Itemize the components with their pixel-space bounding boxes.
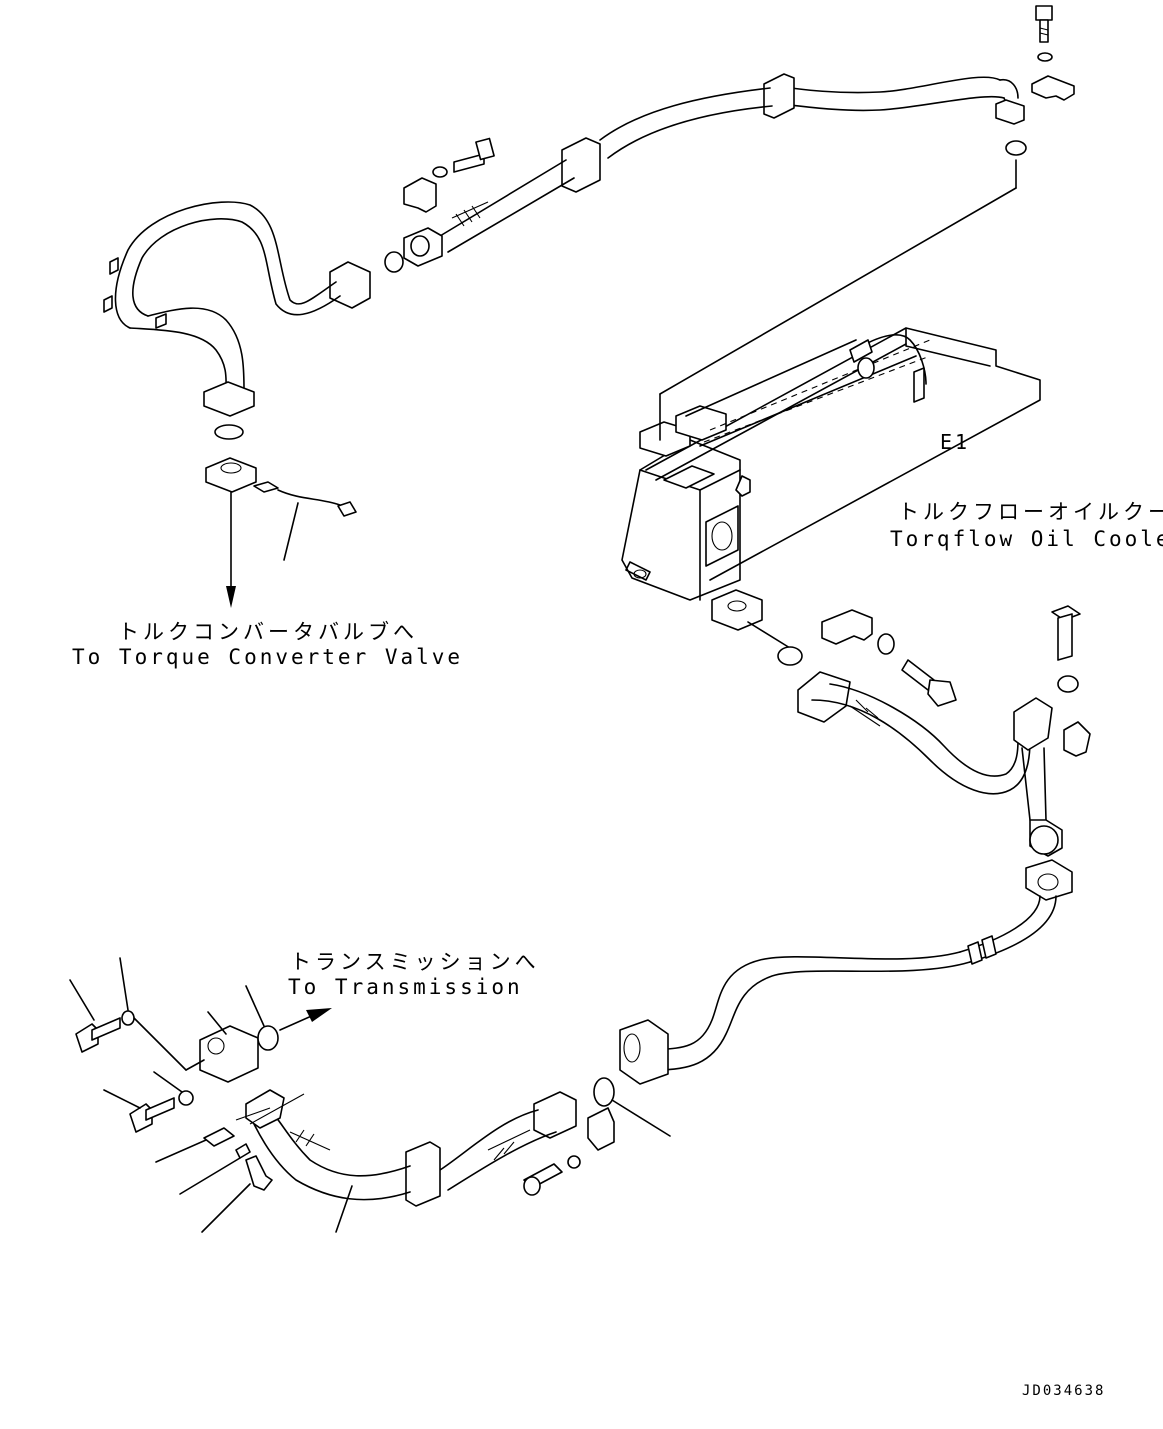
torque-converter-label-ja: トルクコンバータバルブへ	[118, 620, 418, 644]
transmission-label-ja: トランスミッションへ	[290, 950, 540, 974]
leader-sensor	[283, 502, 299, 561]
transmission-fittings-icon	[75, 1010, 305, 1191]
upper-pipe-bolt-icon	[403, 137, 495, 213]
upper-pipe	[403, 73, 1025, 267]
o-ring-cooler-top-icon	[1005, 140, 1027, 156]
bottom-pipe	[245, 1089, 577, 1207]
o-ring-upper-icon	[384, 251, 404, 273]
leader-o-ring-cooler	[747, 621, 791, 649]
leaders-fittings	[69, 957, 265, 1233]
o-ring-left-icon	[214, 424, 244, 440]
o-ring-cooler-icon	[777, 646, 803, 666]
lower-right-pipe	[797, 671, 1063, 857]
leader-o-ring-lower	[611, 1099, 671, 1137]
drawing-code: JD034638	[1022, 1383, 1106, 1399]
cooler-outlet-bolt-icon	[821, 609, 957, 707]
view-ref-label: E1	[940, 430, 971, 454]
top-right-bolt-icon	[1031, 5, 1075, 101]
o-ring-lower-icon	[593, 1077, 615, 1107]
outlet-flange-icon	[711, 589, 763, 631]
long-lower-pipe	[619, 895, 1057, 1085]
right-bolt-icon	[1051, 605, 1091, 757]
arrow-to-transmission	[279, 1008, 332, 1031]
transmission-label-en: To Transmission	[288, 975, 523, 999]
oil-cooler-label-en: Torqflow Oil Cooler	[890, 527, 1163, 551]
torque-converter-label-en: To Torque Converter Valve	[72, 645, 464, 669]
temperature-sensor-icon	[205, 457, 357, 517]
leader-bottom-pipe	[335, 1185, 353, 1233]
oil-cooler	[621, 327, 1041, 601]
arrow-to-torque-converter	[226, 491, 236, 608]
lower-joint-icon	[1025, 859, 1073, 901]
oil-cooler-label-ja: トルクフローオイルクーラ	[898, 500, 1163, 524]
left-loop-pipe	[103, 201, 371, 417]
leader-cooler-diag	[659, 187, 1017, 395]
lower-clamp-bolt-icon	[523, 1107, 615, 1196]
